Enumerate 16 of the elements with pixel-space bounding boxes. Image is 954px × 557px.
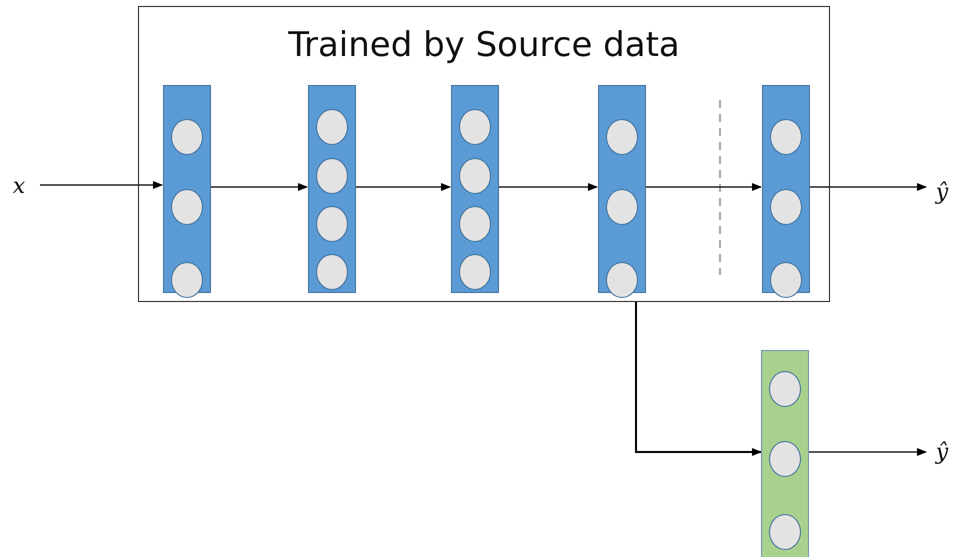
arrow bbox=[635, 302, 762, 456]
arrow bbox=[809, 448, 927, 456]
math-variable: ŷ bbox=[928, 170, 954, 214]
arrow bbox=[498, 183, 598, 191]
arrow bbox=[210, 183, 308, 191]
arrow bbox=[40, 181, 163, 189]
arrow bbox=[809, 183, 927, 191]
frame-title: Trained by Source data bbox=[287, 25, 681, 65]
layer-bar bbox=[308, 85, 356, 293]
math-variable: ŷ bbox=[928, 430, 954, 474]
network-frame bbox=[138, 6, 830, 302]
layer-bar bbox=[761, 350, 809, 557]
math-variable: x bbox=[4, 166, 34, 206]
arrow bbox=[645, 183, 762, 191]
layer-bar bbox=[451, 85, 499, 293]
arrow bbox=[355, 183, 451, 191]
